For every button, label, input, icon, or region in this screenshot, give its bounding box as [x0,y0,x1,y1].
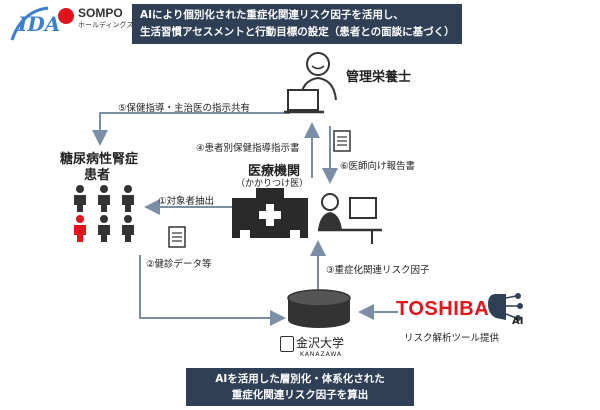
highlighted-patient-icon [74,215,86,242]
database-icon [287,289,351,328]
flow-label-target-extraction: ①対象者抽出 [158,196,215,207]
ida-logo-text: IDA [18,12,61,36]
kanazawa-logo-subtext: KANAZAWA [300,351,343,358]
ai-badge-label: AI [512,316,524,327]
sompo-logo-subtext: ホールディングス [78,21,134,29]
ai-network-icon [488,293,523,321]
flow-label-risk-factors: ③重症化関連リスク因子 [326,265,430,276]
doctor-desk-icon [318,193,382,244]
ida-mark-icon [10,6,49,41]
hospital-subtitle: （かかりつけ医） [236,179,309,189]
kanazawa-emblem-icon [280,336,294,352]
patients-title-line-1: 糖尿病性腎症 [60,152,139,167]
arrow-guidance-share [92,112,290,146]
sompo-logo: SOMPO ホールディングス [78,6,134,30]
top-banner: AIにより個別化された重症化関連リスク因子を活用し、 生活習慣アセスメントと行動… [132,4,462,44]
hospital-title: 医療機関 [248,164,301,179]
flow-label-risk-tool: リスク解析ツール提供 [404,333,500,344]
patients-title-line-2: 患者 [84,168,111,183]
dietitian-label: 管理栄養士 [346,70,412,85]
patients-group-icon [74,185,134,242]
bottom-banner-line-2: 重症化関連リスク因子を算出 [231,389,369,401]
flow-label-instruction-sheet: ④患者別保健指導指示書 [196,143,300,154]
flow-label-guidance-share: ⑤保健指導・主治医の指示共有 [118,103,251,114]
checkup-document-icon [168,226,186,248]
sompo-mark-icon [58,8,74,24]
report-document-icon [333,130,351,152]
ida-logo: IDA [8,4,60,48]
sompo-logo-text: SOMPO [78,6,123,20]
kanazawa-logo-text: 金沢大学 [296,336,345,350]
top-banner-line-1: AIにより個別化された重症化関連リスク因子を活用し、 [140,9,404,21]
dietitian-laptop-icon [284,52,337,114]
top-banner-line-2: 生活習慣アセスメントと行動目標の設定（患者との面談に基づく） [140,26,455,38]
arrow-checkup-data [139,255,286,326]
toshiba-logo: TOSHIBA [396,298,490,320]
flow-label-checkup-data: ②健診データ等 [146,259,212,270]
hospital-building-icon [232,188,308,238]
bottom-banner: AIを活用した層別化・体系化された 重症化関連リスク因子を算出 [186,368,414,406]
flow-label-doctor-report: ⑥医師向け報告書 [340,161,416,172]
bottom-banner-line-1: AIを活用した層別化・体系化された [215,373,385,385]
